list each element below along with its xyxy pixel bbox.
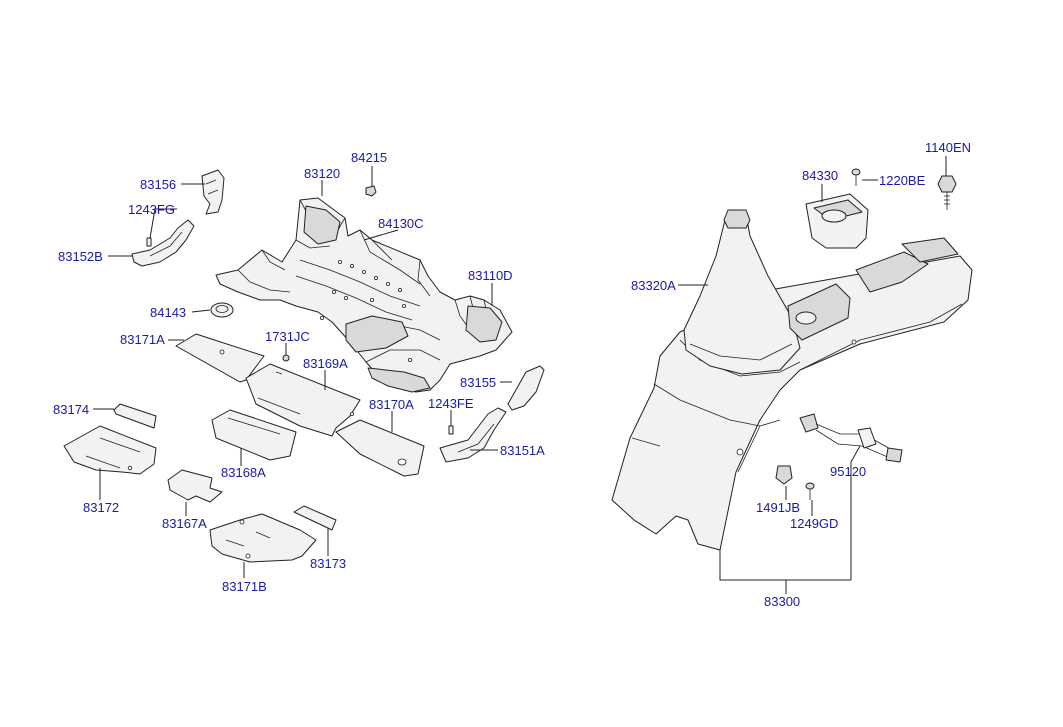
label-83169A: 83169A (303, 356, 348, 371)
label-83174: 83174 (53, 402, 89, 417)
label-1220BE: 1220BE (879, 173, 926, 188)
part-1249GD (805, 482, 815, 500)
label-84330: 84330 (802, 168, 838, 183)
part-labels: 84215 83120 83156 1243FG 83152B 84130C 8… (53, 140, 971, 609)
part-83171B (209, 513, 317, 563)
label-83152B: 83152B (58, 249, 103, 264)
label-83155: 83155 (460, 375, 496, 390)
label-1249GD: 1249GD (790, 516, 838, 531)
part-1220BE (851, 168, 861, 186)
label-1243FE: 1243FE (428, 396, 474, 411)
label-1140EN: 1140EN (925, 140, 971, 155)
part-83167A (167, 469, 223, 503)
label-83167A: 83167A (162, 516, 207, 531)
part-1243FG (146, 237, 152, 247)
label-83172: 83172 (83, 500, 119, 515)
label-83171A: 83171A (120, 332, 165, 347)
part-84143 (210, 302, 234, 318)
part-83152B (131, 219, 195, 267)
part-83168A (211, 409, 297, 461)
label-83110D: 83110D (468, 268, 513, 283)
part-83151A (439, 407, 507, 463)
label-83168A: 83168A (221, 465, 266, 480)
part-83169A (245, 363, 361, 437)
label-83156: 83156 (140, 177, 176, 192)
part-83156 (201, 169, 225, 215)
part-1140EN (937, 175, 957, 210)
leader-lines (93, 156, 947, 594)
part-83174 (113, 403, 157, 429)
part-83172 (63, 425, 157, 475)
label-83173: 83173 (310, 556, 346, 571)
part-83171A (175, 333, 265, 383)
label-84143: 84143 (150, 305, 186, 320)
part-1243FE (448, 425, 454, 435)
label-83170A: 83170A (369, 397, 414, 412)
label-84130C: 84130C (378, 216, 424, 231)
part-1731JC (282, 354, 290, 362)
label-83300: 83300 (764, 594, 800, 609)
label-83171B: 83171B (222, 579, 267, 594)
console-assembly (611, 209, 973, 551)
label-83320A: 83320A (631, 278, 676, 293)
floor-panel-assembly (215, 197, 513, 393)
part-83170A (335, 419, 425, 477)
label-1243FG: 1243FG (128, 202, 175, 217)
label-83120: 83120 (304, 166, 340, 181)
part-83155 (507, 365, 545, 411)
part-1491JB (775, 465, 793, 485)
label-1731JC: 1731JC (265, 329, 310, 344)
part-95120 (799, 413, 903, 463)
label-84215: 84215 (351, 150, 387, 165)
part-84330 (805, 193, 869, 249)
part-83173 (293, 505, 337, 531)
part-84215 (365, 185, 377, 197)
label-95120: 95120 (830, 464, 866, 479)
label-83151A: 83151A (500, 443, 545, 458)
label-1491JB: 1491JB (756, 500, 800, 515)
